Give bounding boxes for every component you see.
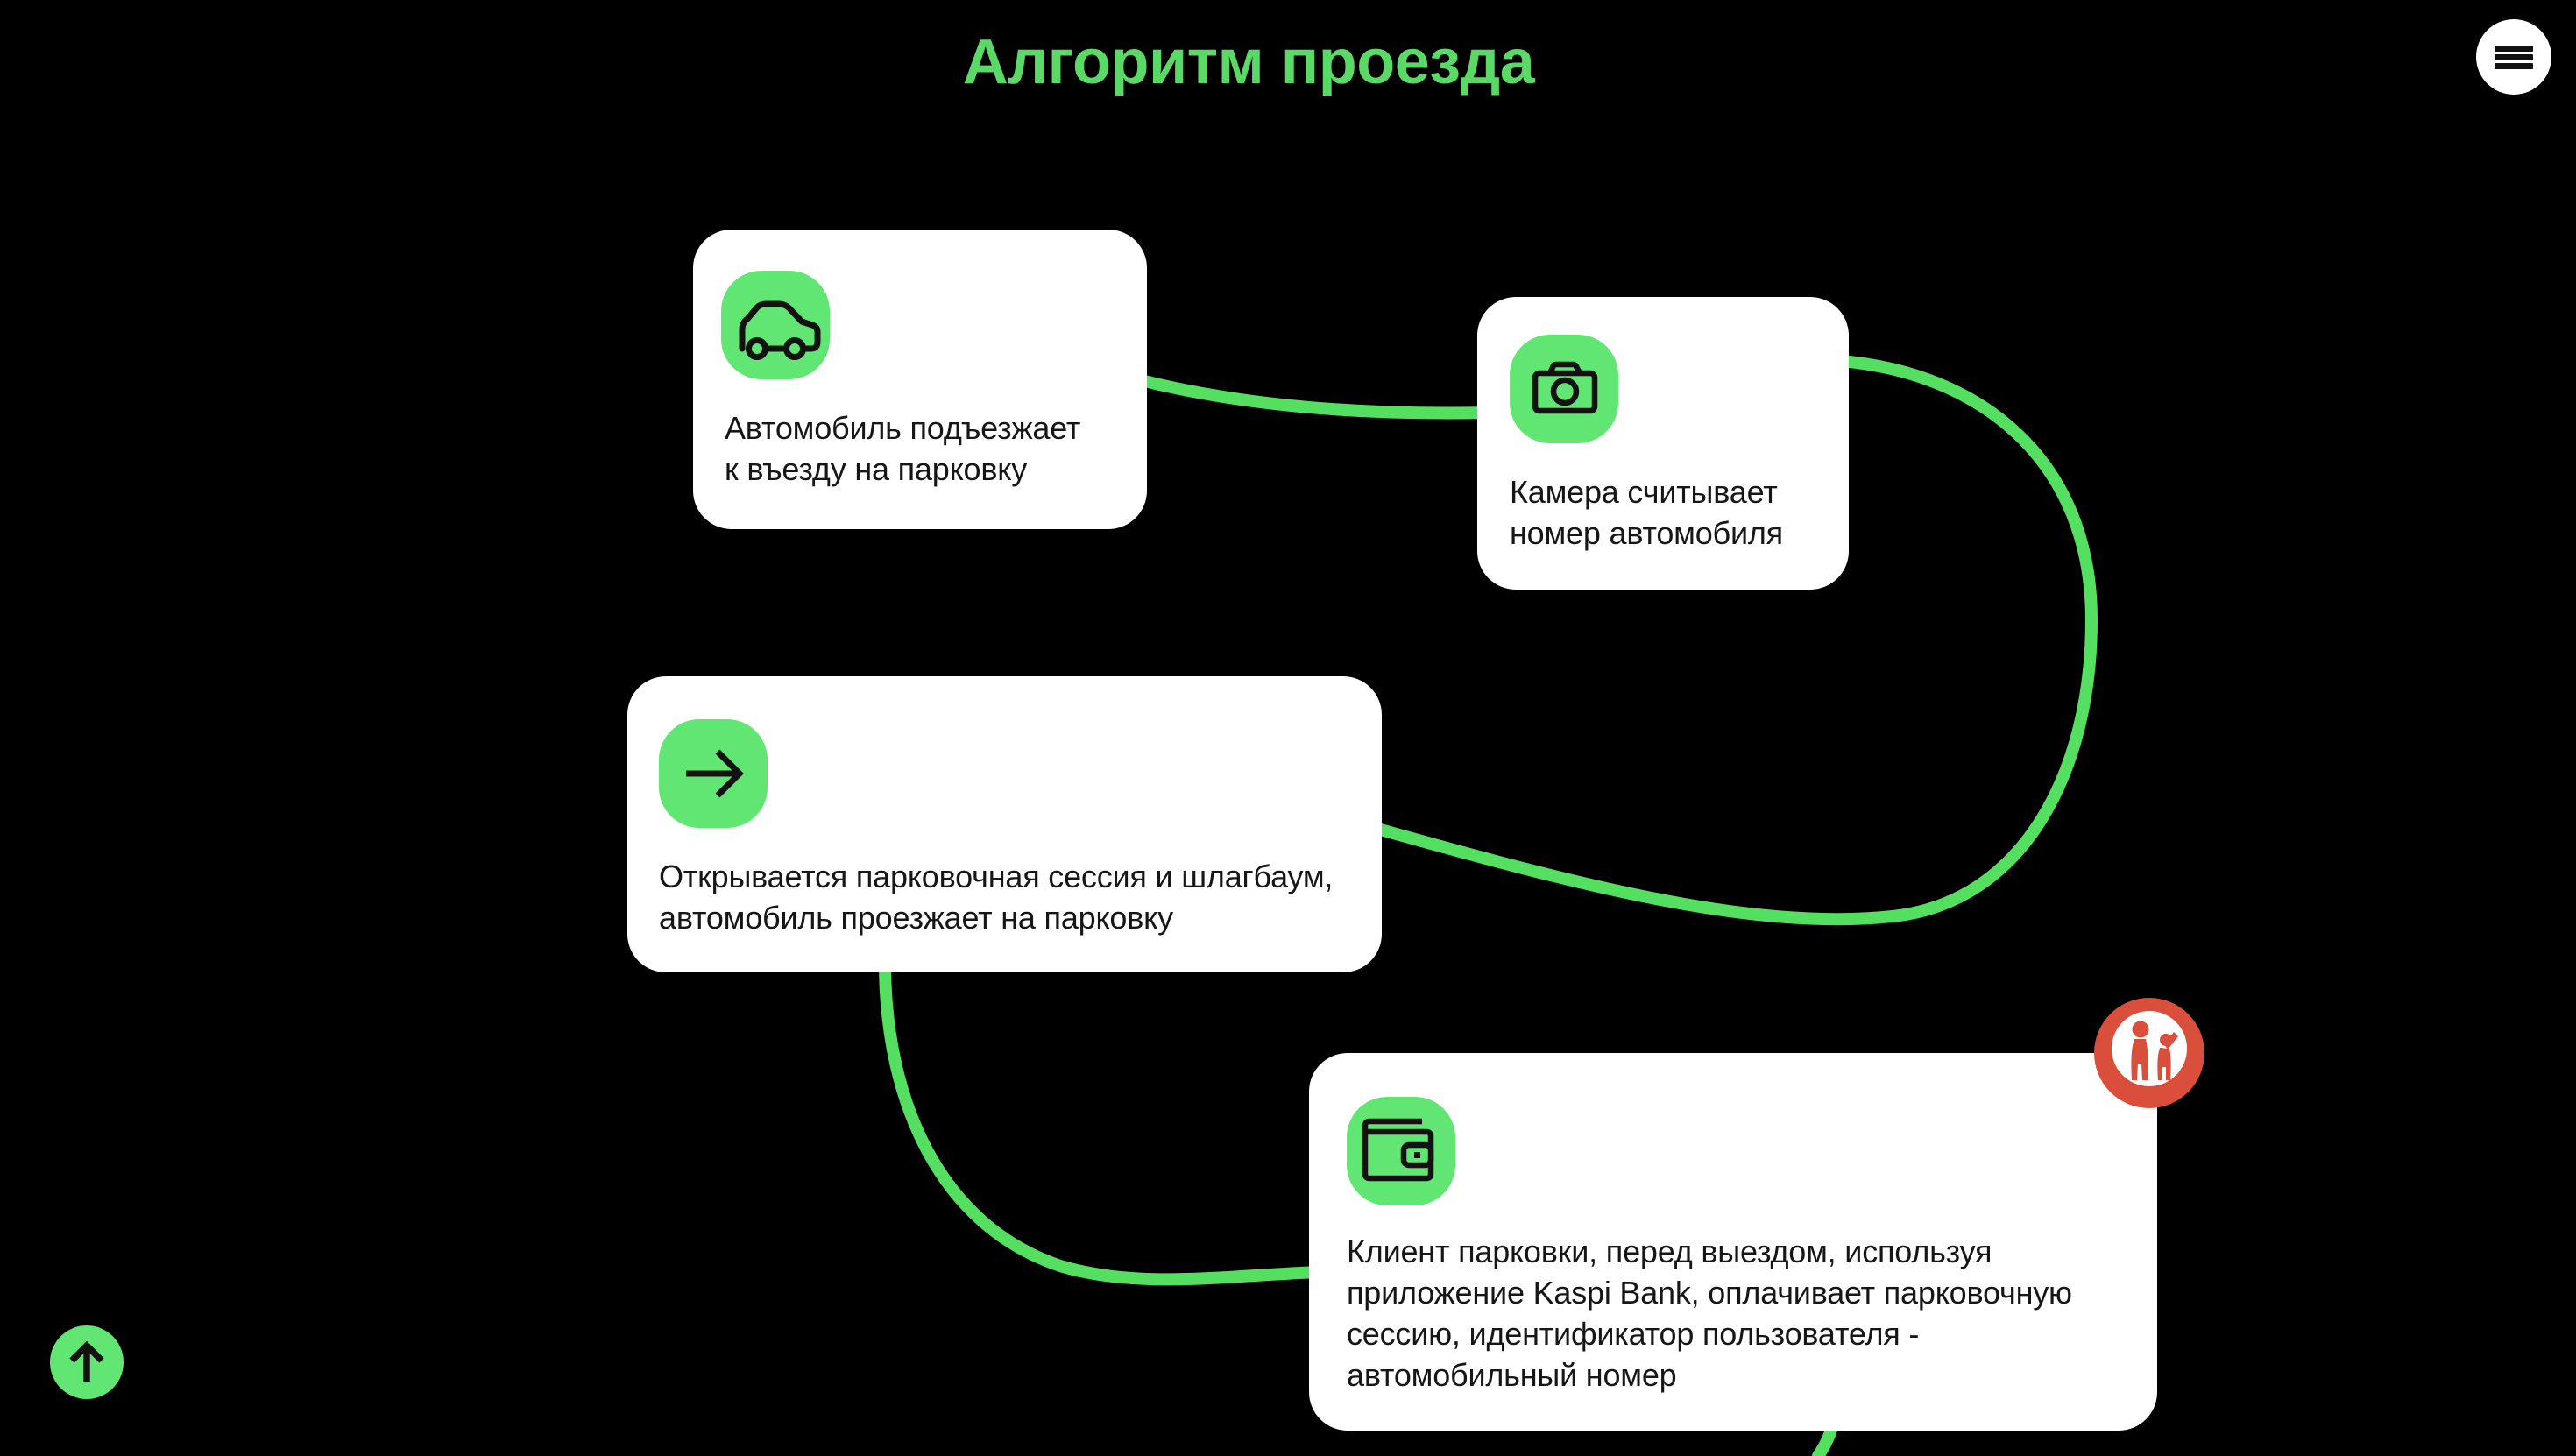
- step-card-1: Автомобиль подъезжает к въезду на парков…: [693, 230, 1147, 529]
- step-text: Клиент парковки, перед выездом, использу…: [1347, 1233, 2072, 1393]
- connector-step2-step3: [1365, 355, 2098, 926]
- step-text: Автомобиль подъезжает к въезду на парков…: [725, 410, 1081, 487]
- icon-tile: [721, 271, 830, 379]
- car-icon: [739, 300, 821, 360]
- hamburger-icon: [2495, 45, 2533, 69]
- arrow-right-icon: [686, 749, 744, 798]
- step-text: Открывается парковочная сессия и шлагбау…: [659, 859, 1334, 936]
- icon-tile: [659, 719, 768, 828]
- scroll-to-top-button[interactable]: [50, 1325, 124, 1399]
- wallet-icon: [1362, 1118, 1434, 1182]
- family-silhouette-logo: [2094, 998, 2204, 1108]
- connector-step1-step2: [1131, 373, 1496, 420]
- step-card-2: Камера считывает номер автомобиля: [1477, 297, 1849, 590]
- step-text: Камера считывает номер автомобиля: [1510, 474, 1783, 551]
- camera-icon: [1532, 361, 1598, 414]
- step-card-4: Клиент парковки, перед выездом, использу…: [1309, 1053, 2157, 1431]
- arrow-up-icon: [69, 1340, 104, 1382]
- icon-tile: [1347, 1097, 1455, 1205]
- icon-tile: [1510, 335, 1618, 443]
- connector-step3-step4: [879, 956, 1325, 1286]
- step-card-3: Открывается парковочная сессия и шлагбау…: [627, 676, 1382, 972]
- page-title: Алгоритм проезда: [962, 27, 1535, 97]
- menu-button[interactable]: [2476, 19, 2551, 95]
